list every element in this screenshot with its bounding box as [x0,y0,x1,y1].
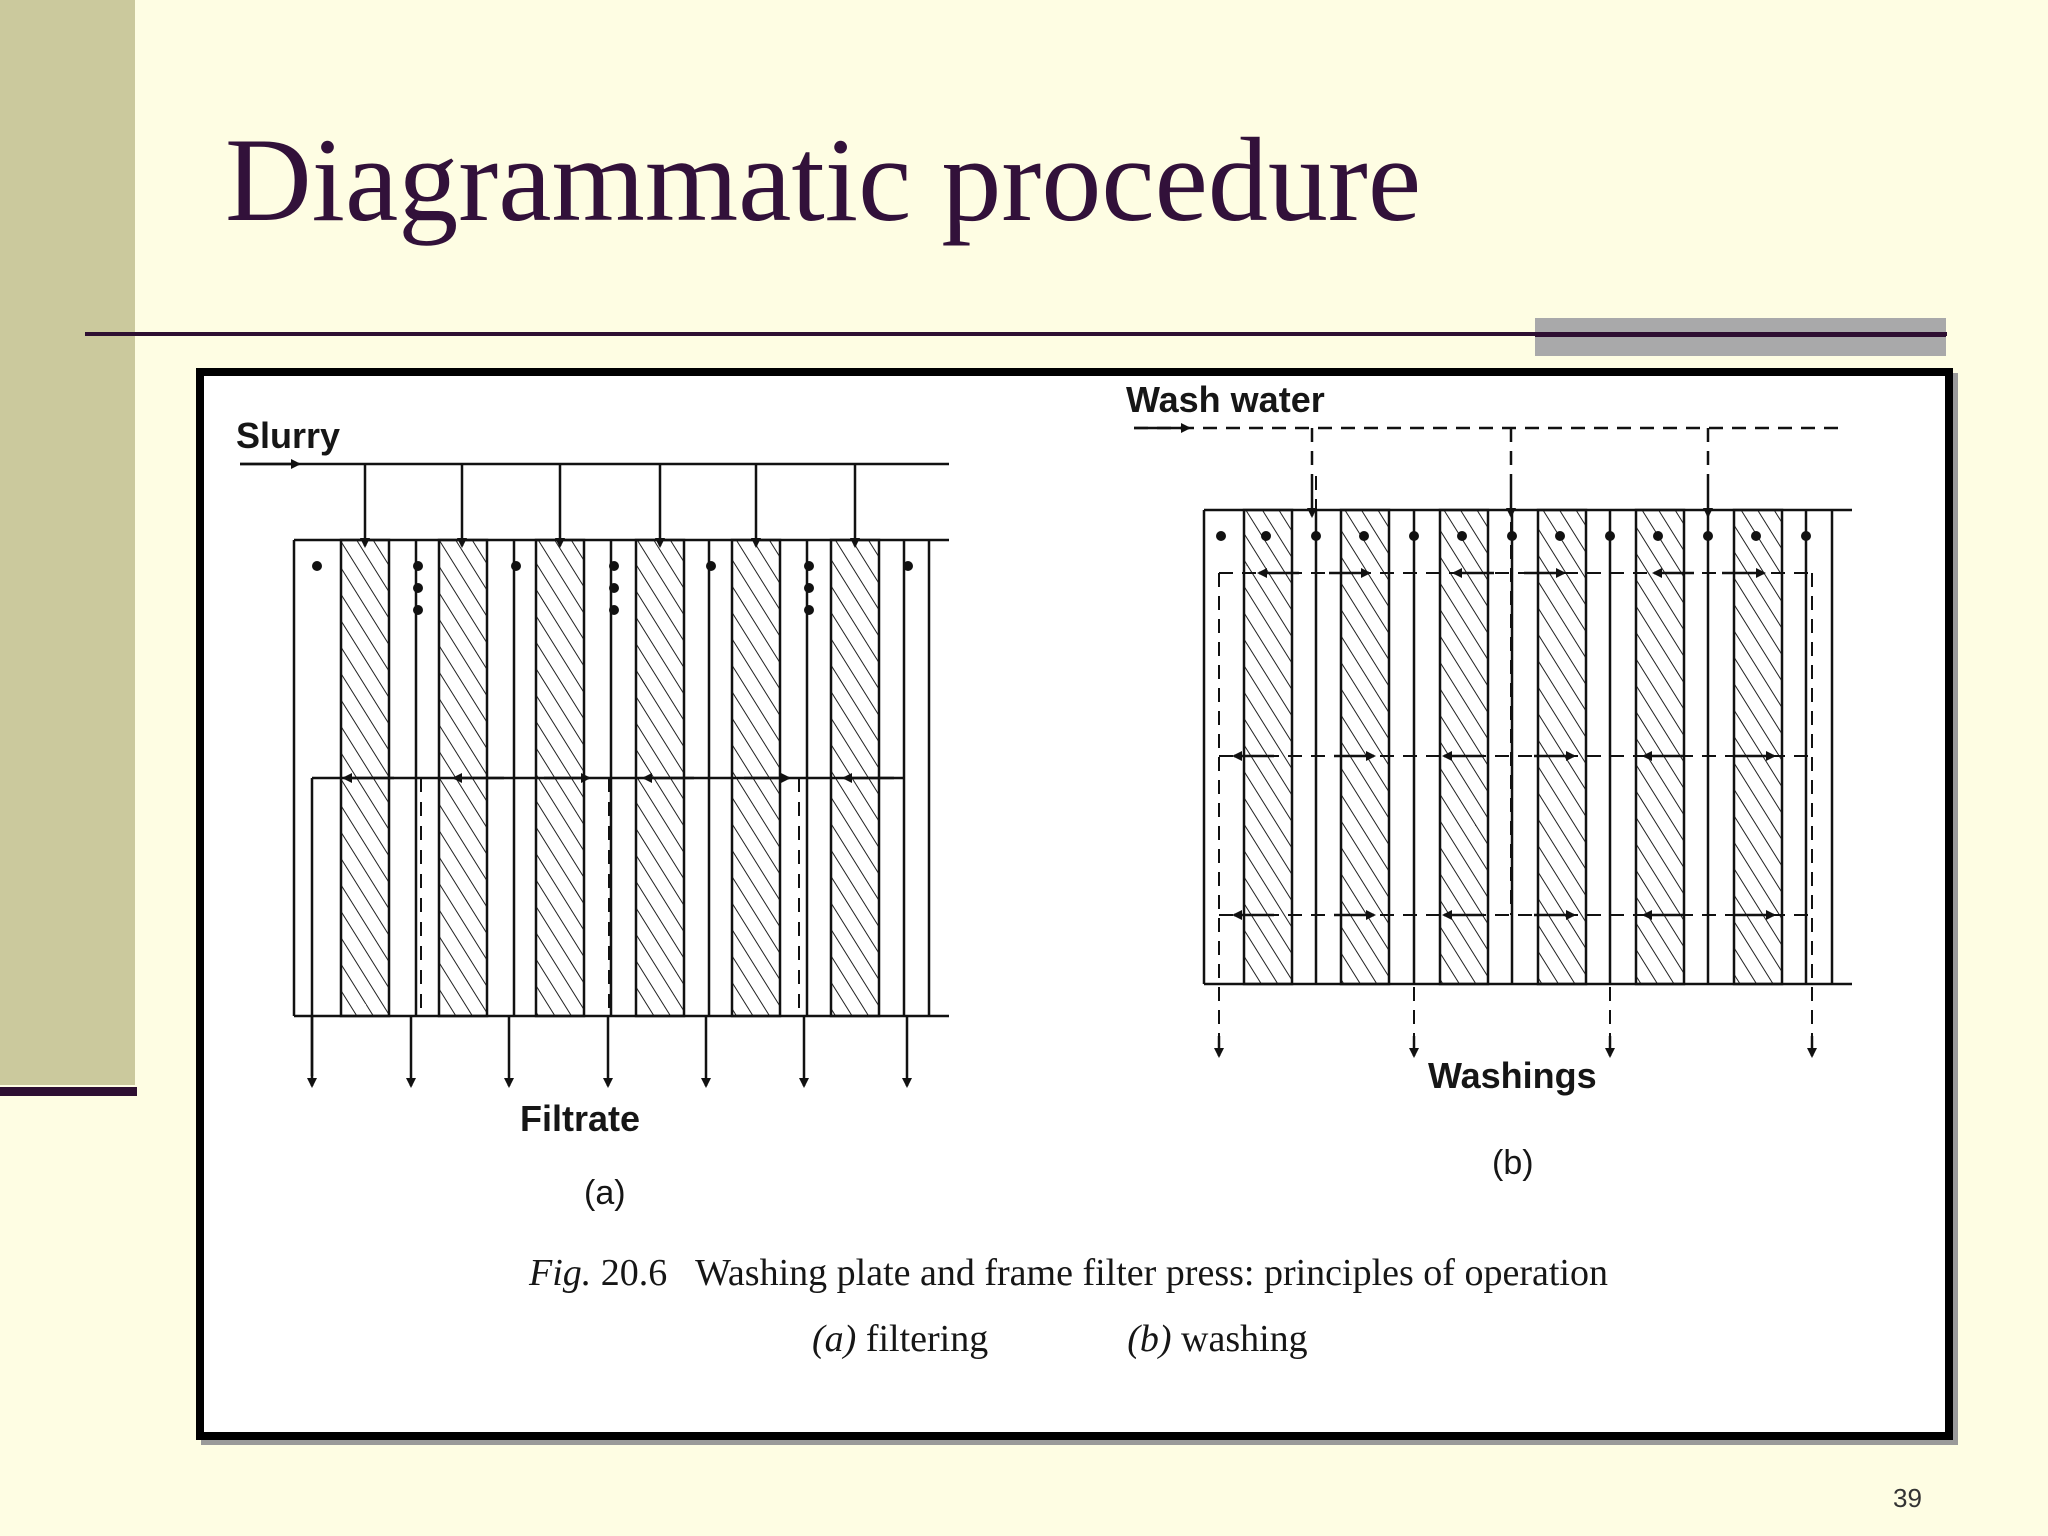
sidebar-accent-rule [0,1087,137,1096]
left-sidebar-band [0,0,135,1085]
caption-sub-a-marker: (a) [812,1318,857,1360]
filtrate-label: Filtrate [520,1098,641,1139]
caption-fig-prefix: Fig. [529,1252,592,1294]
caption-fig-number: 20.6 [600,1252,668,1294]
caption-sub-a-text: filtering [865,1318,989,1360]
panel-b-label: (b) [1492,1144,1534,1182]
caption-sub-b-marker: (b) [1127,1318,1172,1360]
title-divider-rule [85,332,1947,336]
panel-a-filtering [240,459,949,1088]
panel-b-washing [1134,423,1852,1058]
filter-press-diagram [240,423,1852,1088]
figure-frame: Slurry Filtrate (a) Wash water Washings … [196,368,1953,1440]
panel-b-port-dots [1216,531,1811,541]
caption-sub-b-text: washing [1181,1318,1308,1360]
panel-a-label: (a) [584,1174,626,1212]
caption-subfigures: (a) filtering (b) washing [812,1320,1308,1358]
slide-title: Diagrammatic procedure [225,113,1422,246]
wash-water-label: Wash water [1126,379,1325,420]
figure-caption: Fig. 20.6 Washing plate and frame filter… [529,1254,1608,1292]
slurry-label: Slurry [236,415,341,456]
caption-text: Washing plate and frame filter press: pr… [695,1252,1608,1294]
page-number: 39 [1893,1483,1922,1513]
title-divider-rule-overlay [1535,333,1946,337]
title-accent-bar [1535,318,1946,356]
panel-a-port-dots [312,561,913,615]
washings-label: Washings [1428,1055,1597,1096]
